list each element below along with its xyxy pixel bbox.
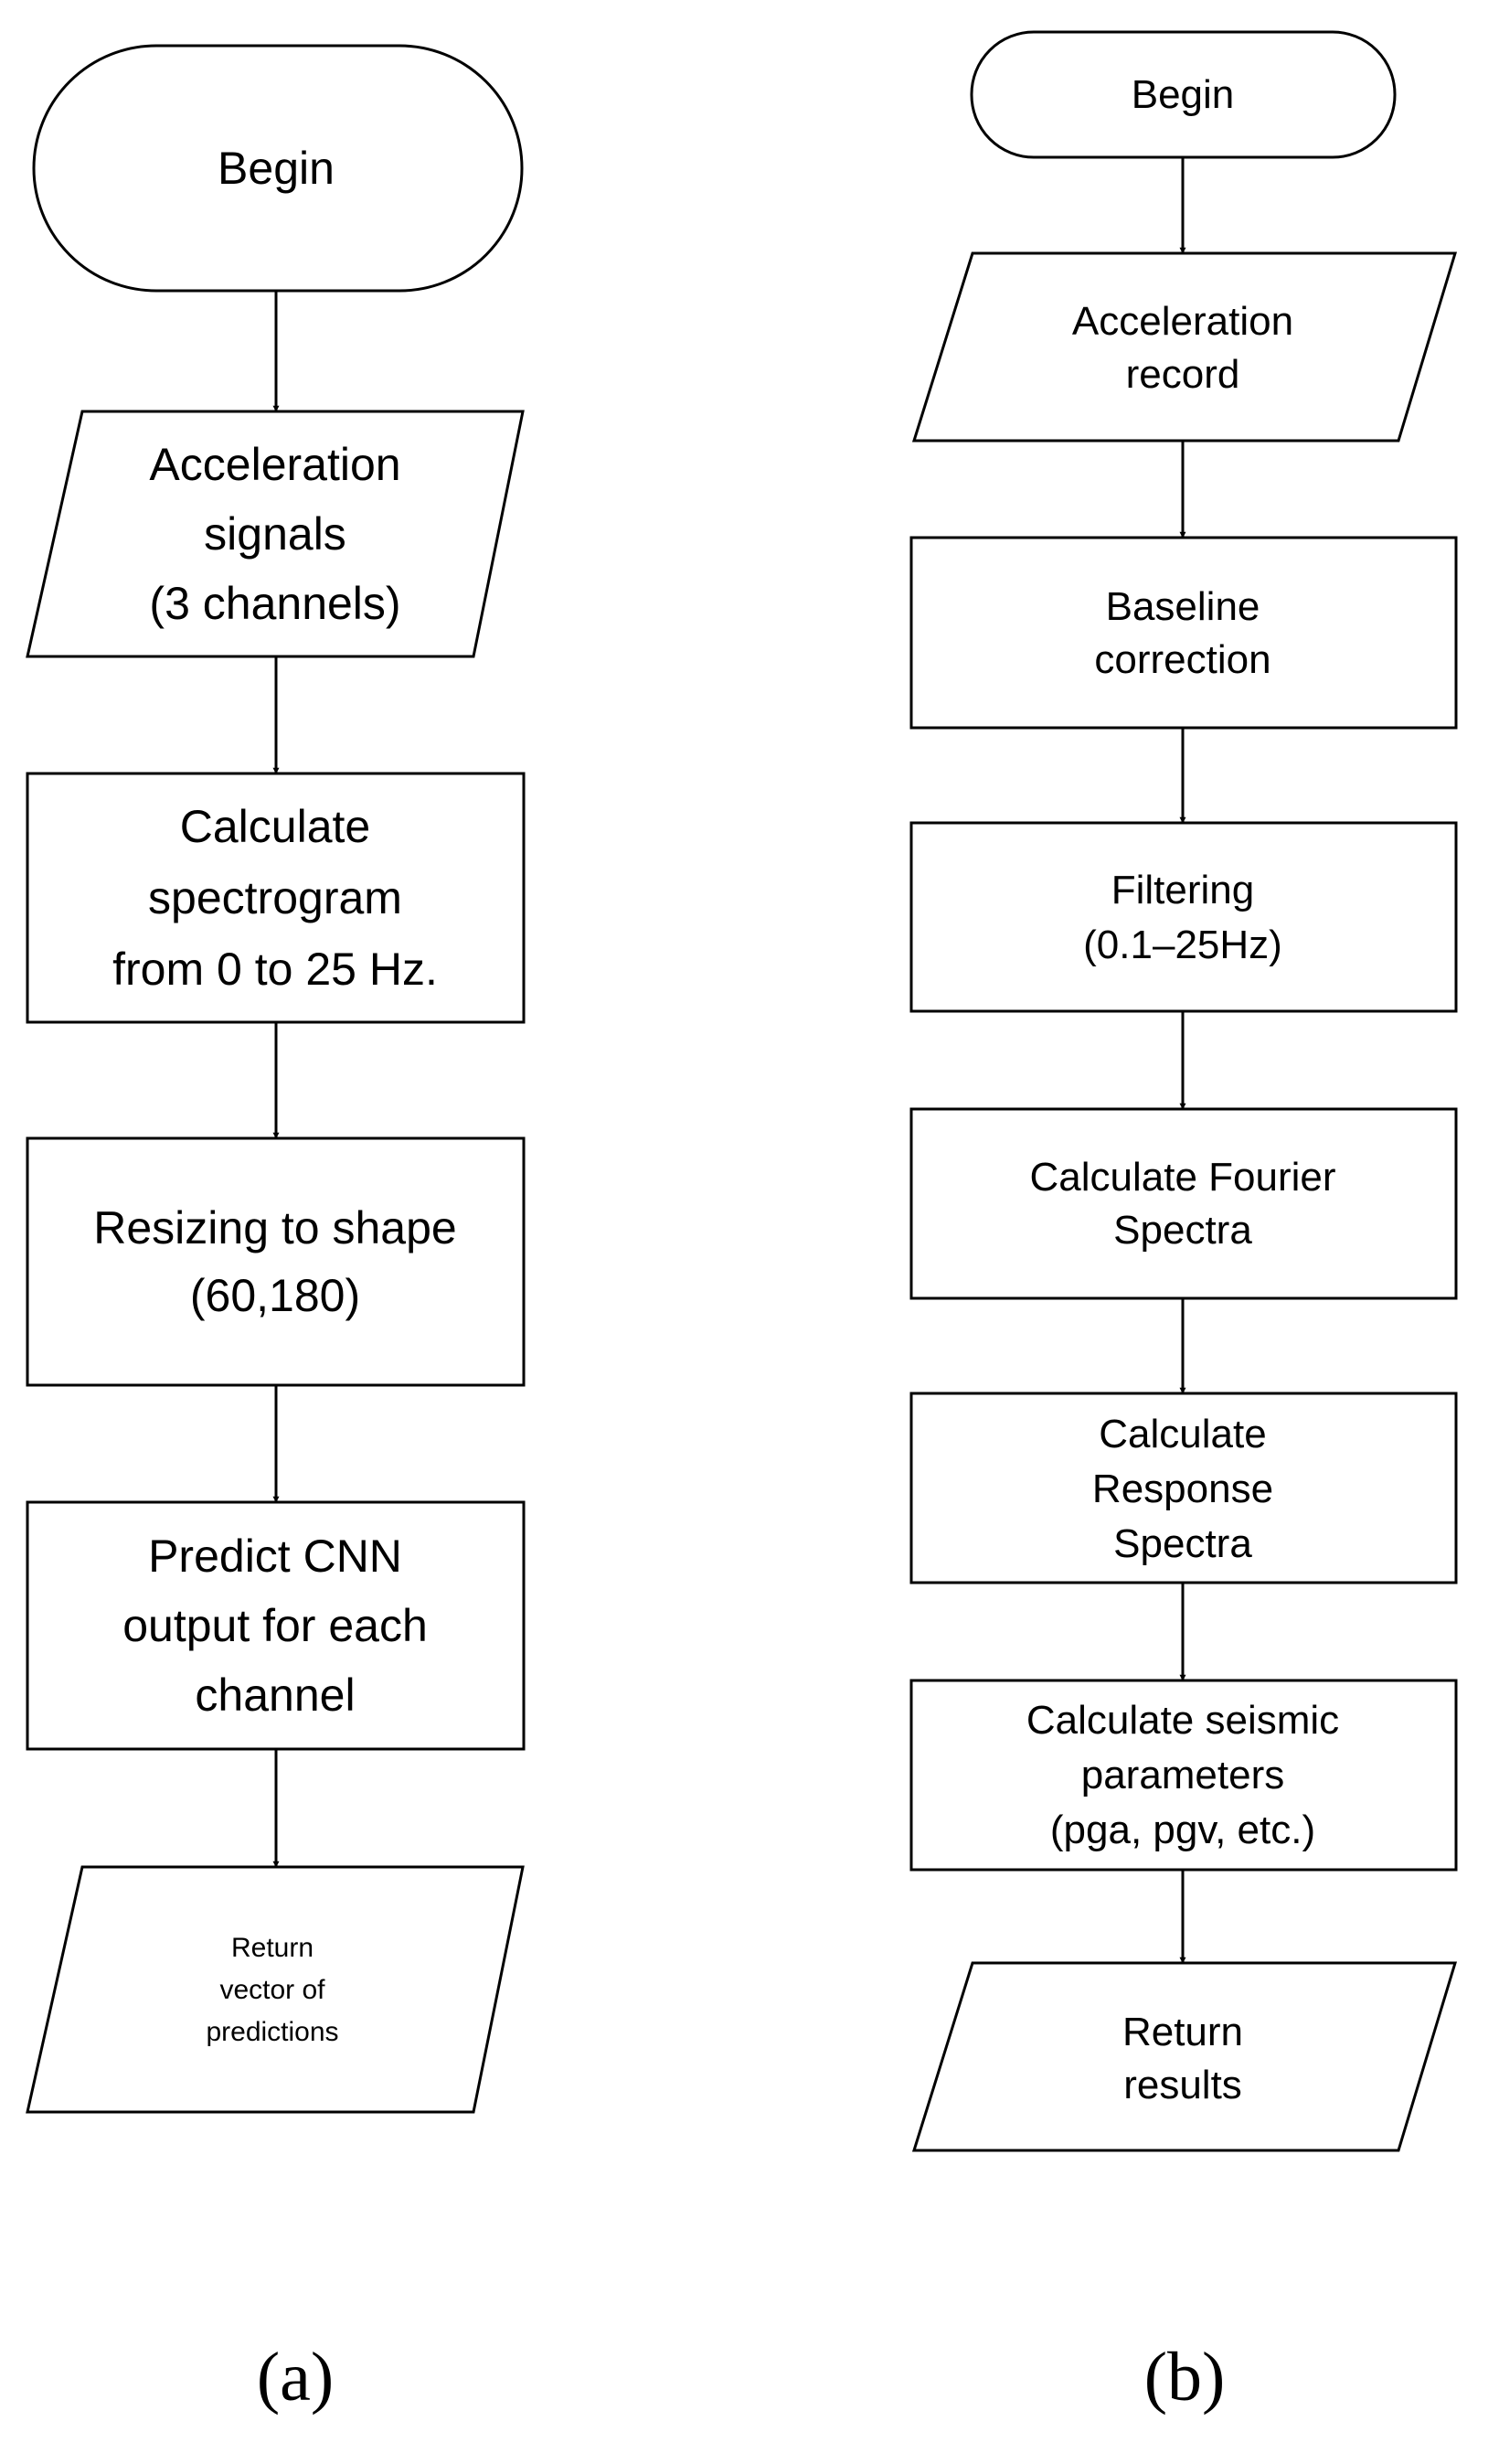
node-a-begin: Begin — [32, 44, 524, 293]
node-label-line: parameters — [1081, 1753, 1285, 1797]
node-label-line: (pga, pgv, etc.) — [1050, 1808, 1315, 1852]
node-a-return-vector: Return vector of predictions — [26, 1865, 525, 2114]
flowchart-a: Begin Acceleration signals (3 channels) Ca… — [26, 44, 526, 2416]
node-label-line: Calculate — [180, 801, 370, 852]
node-label-line: Return — [231, 1933, 314, 1963]
node-label-line: Calculate — [1099, 1412, 1266, 1456]
svg-text:Begin: Begin — [218, 143, 335, 194]
node-label-line: record — [1126, 352, 1240, 397]
svg-text:Filtering(0.1–25Hz): Filtering (0.1–25Hz) — [1083, 868, 1282, 967]
node-label-line: from 0 to 25 Hz. — [112, 944, 438, 995]
node-label-line: Spectra — [1113, 1208, 1252, 1253]
svg-text:Resizing to shape(60,180): Resizing to shape (60,180) — [93, 1202, 456, 1321]
node-label-line: predictions — [206, 2017, 338, 2047]
node-label-line: Begin — [1132, 72, 1235, 117]
node-a-predict-cnn-output: Predict CNN output for each channel — [26, 1500, 526, 1751]
node-b-baseline-correction: Baseline correction — [909, 536, 1458, 730]
node-label-line: signals — [204, 508, 346, 560]
node-a-acceleration-signals: Acceleration signals (3 channels) — [26, 410, 525, 658]
node-label-line: Acceleration — [1072, 299, 1293, 344]
flowchart-b: Begin Acceleration record Baseline correct… — [909, 30, 1458, 2416]
node-b-calculate-seismic: Calculate seismic parameters (pga, pgv, et… — [909, 1679, 1458, 1872]
node-a-calculate-spectrogram: Calculate spectrogram from 0 to 25 Hz. — [26, 772, 526, 1024]
node-label-line: output for each — [122, 1600, 428, 1651]
node-label-line: Calculate seismic — [1026, 1698, 1339, 1743]
svg-text:Begin: Begin — [1132, 72, 1235, 117]
node-label-line: vector of — [219, 1975, 325, 2005]
node-label-line: results — [1123, 2063, 1242, 2107]
node-label-line: Response — [1092, 1467, 1273, 1511]
panel-b-caption: (b) — [1144, 2339, 1226, 2416]
node-label-line: Filtering — [1111, 868, 1255, 912]
node-label-line: correction — [1094, 637, 1270, 682]
node-label-line: spectrogram — [148, 872, 402, 923]
node-b-return-results: Return results — [911, 1961, 1458, 2152]
node-label-line: Begin — [218, 143, 335, 194]
node-label-line: channel — [195, 1669, 355, 1721]
node-label-line: (60,180) — [190, 1270, 360, 1321]
node-label-line: Calculate Fourier — [1029, 1155, 1335, 1200]
node-label-line: (3 channels) — [149, 578, 400, 629]
node-b-begin: Begin — [970, 30, 1397, 159]
panel-a-caption: (a) — [257, 2339, 334, 2416]
node-label-line: Acceleration — [149, 439, 400, 490]
node-b-acceleration-record: Acceleration record — [911, 251, 1458, 443]
node-label-line: (0.1–25Hz) — [1083, 923, 1282, 967]
node-label-line: Return — [1122, 2010, 1243, 2054]
node-a-resizing-to-shape: Resizing to shape (60,180) — [26, 1136, 526, 1387]
node-label-line: Baseline — [1106, 584, 1260, 629]
node-label-line: Spectra — [1113, 1521, 1252, 1566]
node-b-filtering: Filtering (0.1–25Hz) — [909, 821, 1458, 1013]
node-label-line: Predict CNN — [148, 1531, 402, 1582]
node-label-line: Resizing to shape — [93, 1202, 456, 1253]
